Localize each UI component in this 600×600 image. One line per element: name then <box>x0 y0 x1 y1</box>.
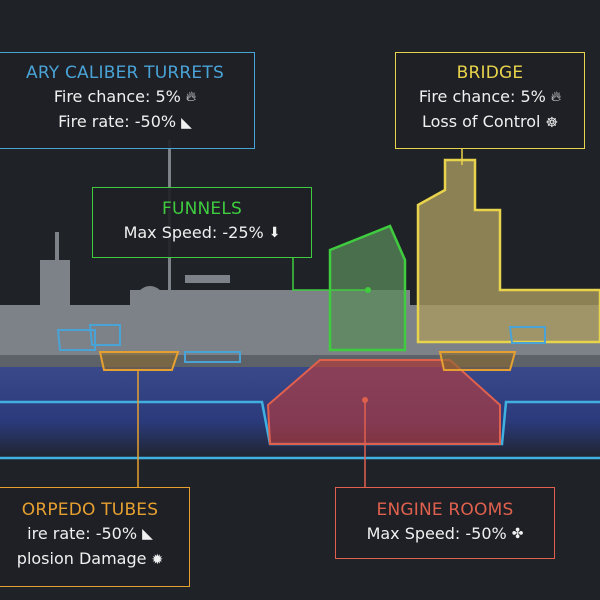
ship-wheel-icon: ☸ <box>545 114 559 131</box>
stat-line: Fire chance: 5%🔥︎ <box>396 83 584 111</box>
explosion-icon: ✹ <box>151 551 164 568</box>
fire-icon: 🔥︎ <box>550 89 562 105</box>
engine-rooms-panel: ENGINE ROOMS Max Speed: -50%✤ <box>335 487 555 559</box>
stat-line: ire rate: -50%◣ <box>0 520 189 548</box>
engine-rooms-zone <box>266 359 501 445</box>
propeller-icon: ✤ <box>511 526 524 542</box>
panel-title: FUNNELS <box>161 199 243 219</box>
stat-line: Max Speed: -25%⬇ <box>93 219 311 247</box>
bridge-zone <box>416 158 600 344</box>
leader-lines <box>137 148 463 487</box>
fire-icon: 🔥︎ <box>185 89 197 105</box>
secondary-turrets-panel: ARY CALIBER TURRETS Fire chance: 5%🔥︎ Fi… <box>0 52 255 149</box>
panel-title: ORPEDO TUBES <box>21 500 159 520</box>
secondary-turret-zones <box>56 324 546 363</box>
stat-line: Loss of Control☸ <box>396 111 584 134</box>
stat-line: plosion Damage✹ <box>0 548 189 571</box>
turret-fire-rate-icon: ◣ <box>142 526 153 542</box>
turret-fire-rate-icon: ◣ <box>181 114 192 131</box>
bridge-panel: BRIDGE Fire chance: 5%🔥︎ Loss of Control… <box>395 52 585 149</box>
panel-title: ARY CALIBER TURRETS <box>26 63 224 83</box>
panel-title: BRIDGE <box>456 63 524 83</box>
arrow-down-icon: ⬇ <box>268 225 281 241</box>
panel-title: ENGINE ROOMS <box>376 500 514 520</box>
funnels-panel: FUNNELS Max Speed: -25%⬇ <box>92 187 312 258</box>
stat-line: Fire rate: -50%◣ <box>0 111 254 134</box>
stat-line: Max Speed: -50%✤ <box>336 520 554 548</box>
torpedo-tubes-panel: ORPEDO TUBES ire rate: -50%◣ plosion Dam… <box>0 487 190 587</box>
stat-line: Fire chance: 5%🔥︎ <box>0 83 254 111</box>
torpedo-tube-zones <box>98 351 517 371</box>
